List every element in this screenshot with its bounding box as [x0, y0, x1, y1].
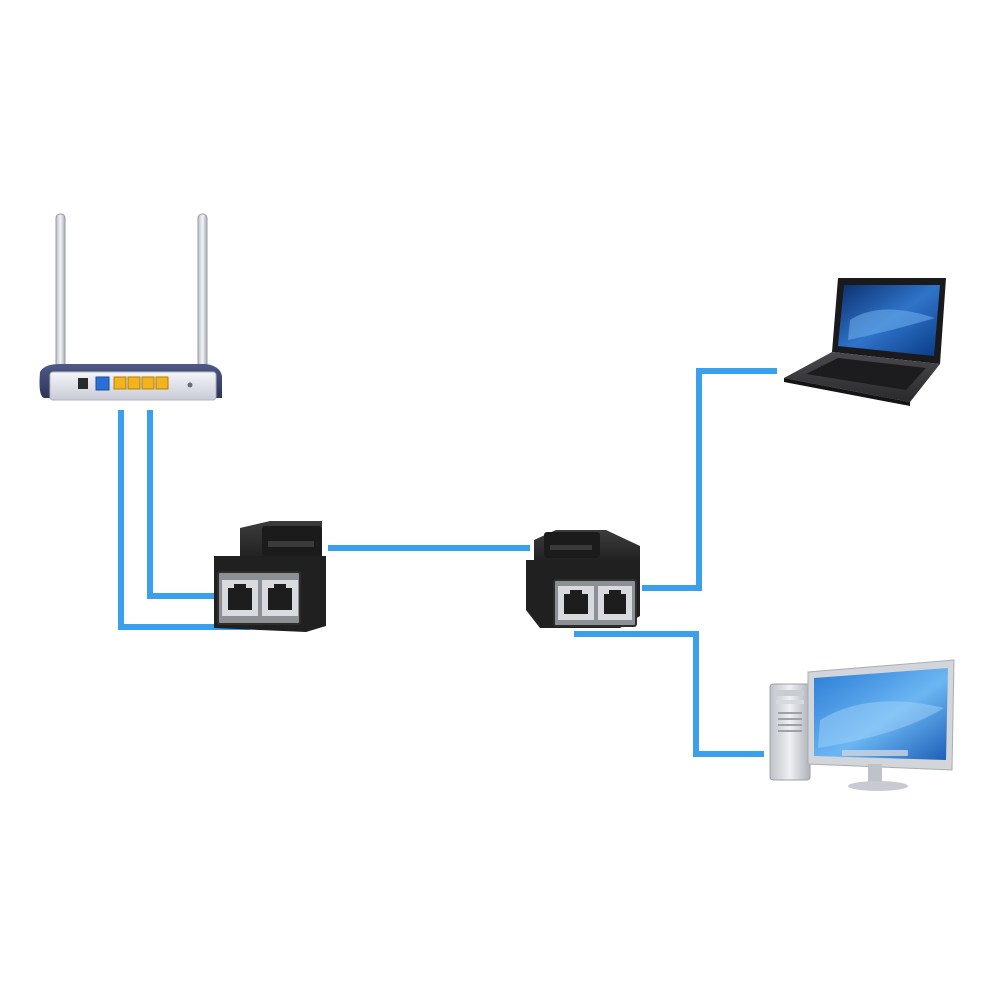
router-antenna-left — [55, 213, 66, 385]
cable-router-to-splitter-left-outer — [118, 410, 250, 630]
desktop-computer-icon — [769, 659, 955, 791]
router-lan-ports — [113, 376, 169, 390]
router-wan-port — [95, 376, 110, 391]
desktop-monitor-screen — [814, 668, 948, 760]
wifi-router-icon — [39, 213, 222, 401]
splitter-left-port-2 — [262, 580, 298, 616]
router-antenna-right — [197, 213, 208, 385]
cable-splitter-right-to-desktop — [574, 631, 764, 757]
laptop-icon — [784, 278, 946, 406]
cable-splitter-right-to-laptop — [642, 368, 777, 591]
rj45-splitter-right-icon — [526, 530, 640, 628]
cable-router-to-splitter-left-inner — [147, 410, 214, 599]
splitter-left-port-1 — [222, 580, 258, 616]
splitter-right-port-1 — [558, 586, 594, 620]
splitter-right-port-2 — [598, 586, 632, 620]
router-power-port — [78, 378, 88, 389]
cable-group — [118, 368, 777, 757]
rj45-splitter-left-icon — [214, 521, 326, 632]
router-reset-button — [187, 382, 193, 388]
